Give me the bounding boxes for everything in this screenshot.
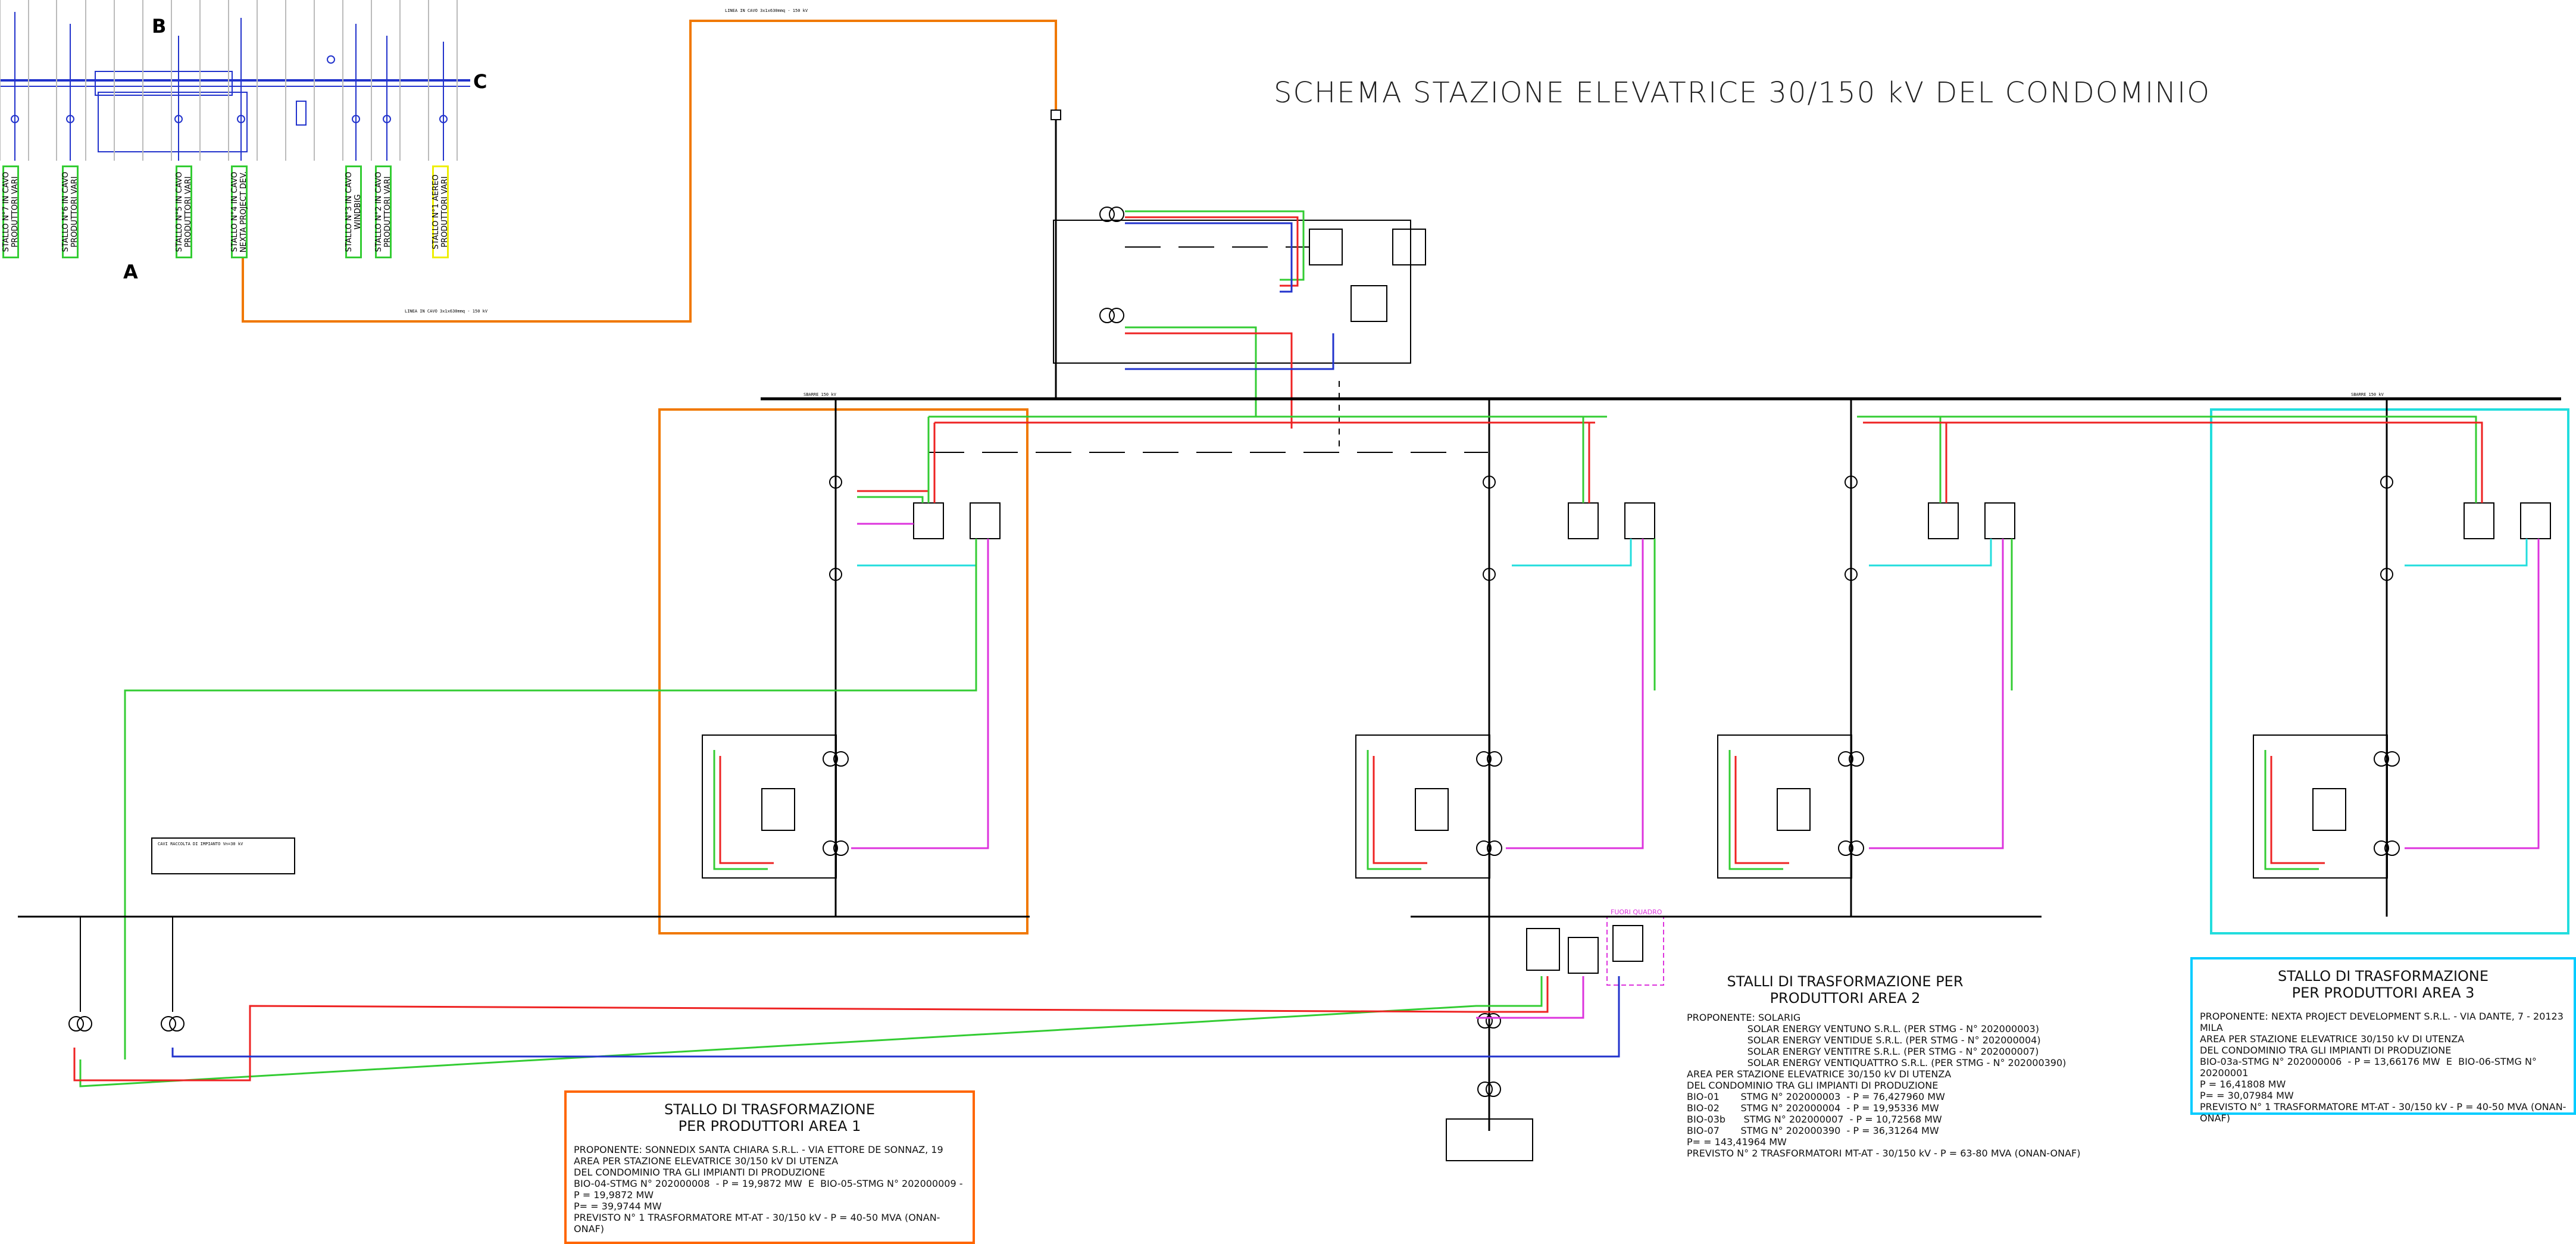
stall-4-label: STALLO N°4 IN CAVO NEXTA PROJECT DEV. xyxy=(230,165,248,258)
stall-3-label: STALLO N°3 IN CAVO WINDBIG xyxy=(345,165,362,258)
label-b: B xyxy=(152,15,167,37)
transformer-bay-4 xyxy=(2253,399,2551,917)
incoming-hv-bay xyxy=(1051,110,1426,399)
area3-body: PROPONENTE: NEXTA PROJECT DEVELOPMENT S.… xyxy=(2200,1011,2566,1124)
area3-info-box: STALLO DI TRASFORMAZIONE PER PRODUTTORI … xyxy=(2190,957,2576,1124)
svg-text:LINEA IN CAVO 3x1x630mmq - 150: LINEA IN CAVO 3x1x630mmq - 150 kV xyxy=(405,309,488,314)
stall-5-label: STALLO N°5 IN CAVO PRODUTTORI VARI xyxy=(175,165,193,258)
svg-text:LINEA IN CAVO 3x1x630mmq - 150: LINEA IN CAVO 3x1x630mmq - 150 kV xyxy=(725,8,808,13)
transformer-bay-3 xyxy=(1717,399,2015,917)
transformer-bay-1 xyxy=(702,399,1001,917)
svg-text:SBARRE 150 kV: SBARRE 150 kV xyxy=(2351,392,2384,397)
mv-switchgear-panel xyxy=(0,0,470,161)
area3-title: STALLO DI TRASFORMAZIONE PER PRODUTTORI … xyxy=(2277,968,2489,1001)
area2-title: STALLI DI TRASFORMAZIONE PER PRODUTTORI … xyxy=(1727,973,1964,1007)
transformer-bay-2 xyxy=(1355,399,1655,917)
page-title: SCHEMA STAZIONE ELEVATRICE 30/150 kV DEL… xyxy=(1274,76,2211,110)
area3-frame xyxy=(2210,408,2569,934)
area1-frame xyxy=(658,408,1028,934)
fuori-quadro-label: FUORI QUADRO xyxy=(1611,908,1662,916)
area1-title: STALLO DI TRASFORMAZIONE PER PRODUTTORI … xyxy=(664,1101,876,1134)
svg-text:SBARRE 150 kV: SBARRE 150 kV xyxy=(804,392,837,397)
stall-2-label: STALLO N°2 IN CAVO PRODUTTORI VARI xyxy=(374,165,392,258)
area1-info-box: STALLO DI TRASFORMAZIONE PER PRODUTTORI … xyxy=(564,1090,975,1244)
area1-body: PROPONENTE: SONNEDIX SANTA CHIARA S.R.L.… xyxy=(574,1144,963,1234)
fuori-quadro-frame xyxy=(1606,916,1664,986)
stall-1-label: STALLO N°1 AEREO PRODUTTORI VARI xyxy=(432,165,449,258)
hv-cable-line xyxy=(242,20,1057,323)
area2-body: PROPONENTE: SOLARIG SOLAR ENERGY VENTUNO… xyxy=(1687,1012,2081,1159)
stall-6-label: STALLO N°6 IN CAVO PRODUTTORI VARI xyxy=(61,165,79,258)
label-a: A xyxy=(123,261,138,283)
label-c: C xyxy=(473,70,487,93)
svg-text:CAVI RACCOLTA DI IMPIANTO Vn=3: CAVI RACCOLTA DI IMPIANTO Vn=30 kV xyxy=(158,842,243,846)
stall-7-label: STALLO N°7 IN CAVO PRODUTTORI VARI xyxy=(2,165,20,258)
